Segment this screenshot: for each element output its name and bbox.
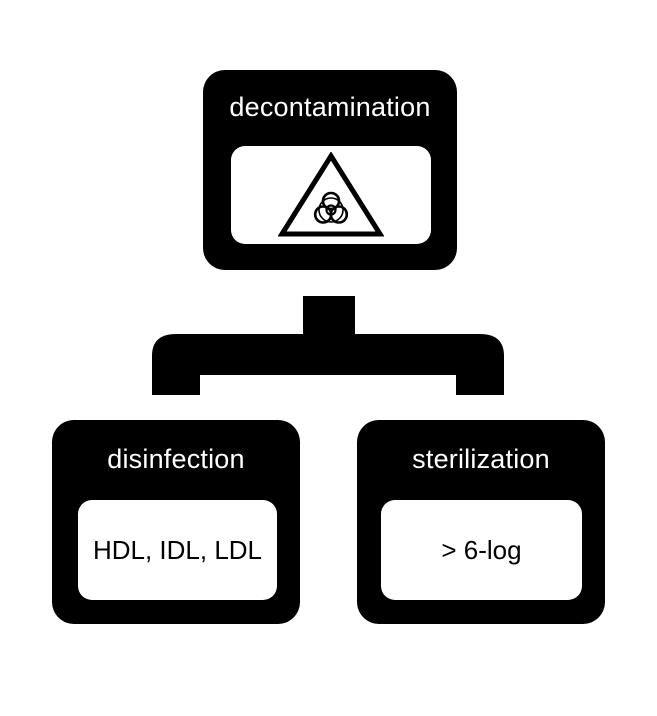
connector-stem	[303, 296, 355, 340]
disinfection-title: disinfection	[107, 444, 245, 474]
connector-crossbar	[152, 334, 504, 395]
biohazard-warning-icon	[278, 152, 384, 237]
disinfection-card: disinfection HDL, IDL, LDL	[52, 420, 300, 624]
decontamination-icon-panel	[231, 146, 431, 244]
sterilization-content-panel: > 6-log	[381, 500, 582, 600]
sterilization-card: sterilization > 6-log	[357, 420, 605, 624]
sterilization-title: sterilization	[412, 444, 550, 474]
decontamination-title: decontamination	[229, 92, 431, 122]
sterilization-log-text: > 6-log	[441, 535, 522, 565]
disinfection-levels-text: HDL, IDL, LDL	[92, 535, 263, 565]
disinfection-content-panel: HDL, IDL, LDL	[78, 500, 277, 600]
decontamination-card: decontamination	[203, 70, 457, 270]
